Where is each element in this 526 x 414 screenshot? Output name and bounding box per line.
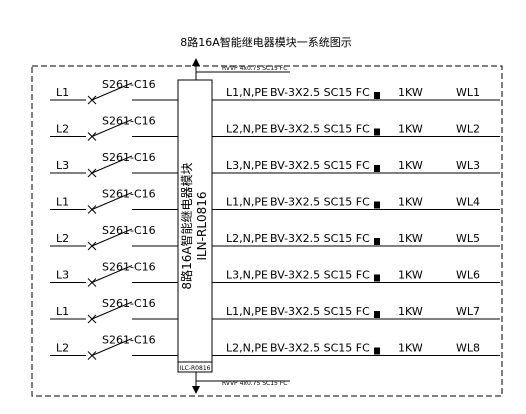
diagram-title: 8路16A智能继电器模块一系统图示 <box>180 35 352 49</box>
power-label: 1KW <box>398 269 423 282</box>
breaker-label: S261-C16 <box>102 261 156 274</box>
phase-label: L2 <box>56 232 69 245</box>
breaker-label: S261-C16 <box>102 78 156 91</box>
load-icon <box>374 347 380 355</box>
breaker-label: S261-C16 <box>102 188 156 201</box>
cable-label: BV-3X2.5 SC15 FC <box>270 196 370 209</box>
cable-label: BV-3X2.5 SC15 FC <box>270 232 370 245</box>
power-label: 1KW <box>398 305 423 318</box>
breaker-label: S261-C16 <box>102 115 156 128</box>
phase-label: L2 <box>56 342 69 355</box>
power-label: 1KW <box>398 342 423 355</box>
line-label: L1,N,PE <box>226 305 268 318</box>
cable-label: BV-3X2.5 SC15 FC <box>270 269 370 282</box>
breaker-switch-icon <box>91 82 133 101</box>
phase-label: L3 <box>56 269 69 282</box>
power-label: 1KW <box>398 196 423 209</box>
phase-label: L1 <box>56 196 69 209</box>
breaker-switch-icon <box>91 228 133 247</box>
enclosure-boundary <box>31 65 503 397</box>
phase-label: L3 <box>56 159 69 172</box>
circuit-id: WL8 <box>456 342 480 355</box>
load-icon <box>374 274 380 282</box>
cable-label: BV-3X2.5 SC15 FC <box>270 342 370 355</box>
breaker-label: S261-C16 <box>102 151 156 164</box>
cable-label: BV-3X2.5 SC15 FC <box>270 86 370 99</box>
bus-top-arrow-icon <box>192 58 200 66</box>
phase-label: L1 <box>56 305 69 318</box>
breaker-switch-icon <box>91 119 133 137</box>
relay-module-model: ILN-RL0816 <box>195 191 209 260</box>
breaker-switch-icon <box>91 155 133 174</box>
line-label: L1,N,PE <box>226 86 268 99</box>
breaker-switch-icon <box>91 192 133 210</box>
circuit-id: WL2 <box>456 123 480 136</box>
line-label: L3,N,PE <box>226 159 268 172</box>
load-icon <box>374 238 380 245</box>
power-label: 1KW <box>398 159 423 172</box>
cable-label: BV-3X2.5 SC15 FC <box>270 305 370 318</box>
circuit-id: WL4 <box>456 196 480 209</box>
power-label: 1KW <box>398 232 423 245</box>
bus-bottom-label: RVVP 4x0.75 SC15 FC <box>222 380 287 387</box>
line-label: L2,N,PE <box>226 123 268 136</box>
load-icon <box>374 201 380 209</box>
relay-module-footer: ILC-R0816 <box>180 365 211 372</box>
breaker-switch-icon <box>91 265 133 283</box>
relay-module-name: 8路16A智能继电器模块 <box>179 162 194 289</box>
breaker-switch-icon <box>91 301 133 320</box>
circuit-id: WL1 <box>456 86 480 99</box>
breaker-label: S261-C16 <box>102 297 156 310</box>
power-label: 1KW <box>398 86 423 99</box>
circuit-id: WL5 <box>456 232 480 245</box>
phase-label: L2 <box>56 123 69 136</box>
breaker-label: S261-C16 <box>102 224 156 237</box>
relay-module-box <box>177 79 213 373</box>
phase-label: L1 <box>56 86 69 99</box>
line-label: L3,N,PE <box>226 269 268 282</box>
load-icon <box>374 92 380 99</box>
circuit-id: WL7 <box>456 305 480 318</box>
line-label: L2,N,PE <box>226 232 268 245</box>
load-icon <box>374 311 380 318</box>
circuit-id: WL3 <box>456 159 480 172</box>
line-label: L1,N,PE <box>226 196 268 209</box>
bus-top-label: RVVP 4x0.75 SC15 FC <box>222 65 287 72</box>
load-icon <box>374 165 380 172</box>
line-label: L2,N,PE <box>226 342 268 355</box>
cable-label: BV-3X2.5 SC15 FC <box>270 123 370 136</box>
bus-bottom-arrow-icon <box>192 386 200 394</box>
power-label: 1KW <box>398 123 423 136</box>
circuit-id: WL6 <box>456 269 480 282</box>
breaker-label: S261-C16 <box>102 334 156 347</box>
load-icon <box>374 128 380 136</box>
cable-label: BV-3X2.5 SC15 FC <box>270 159 370 172</box>
breaker-switch-icon <box>91 338 133 356</box>
